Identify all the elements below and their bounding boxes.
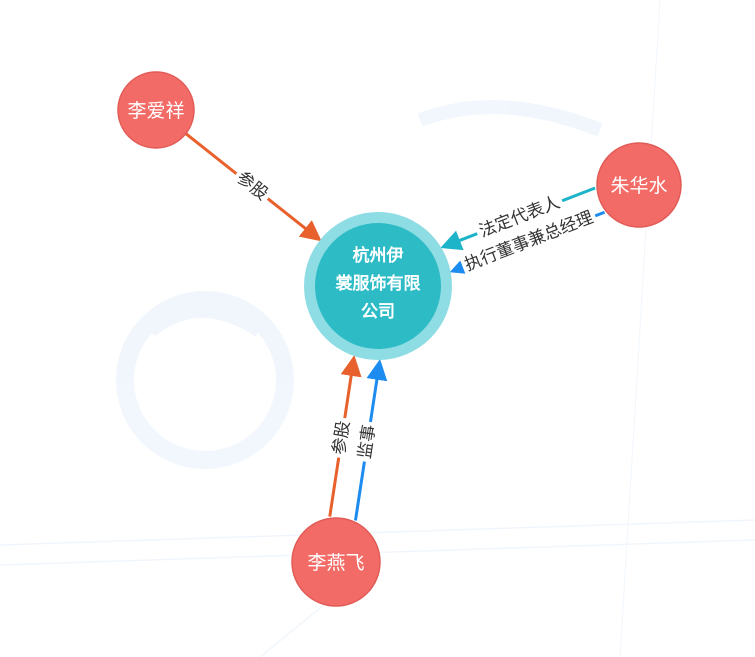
company-label-line-2: 裳服饰有限 bbox=[335, 273, 421, 294]
relation-label-bg bbox=[327, 416, 356, 460]
relation-label-bg bbox=[458, 205, 600, 278]
relation-label-bg bbox=[353, 420, 382, 464]
person-label: 李爱祥 bbox=[127, 100, 184, 122]
person-node-zhu-huashui[interactable]: 朱华水 bbox=[596, 142, 682, 228]
person-circle bbox=[117, 71, 195, 149]
person-circle bbox=[291, 517, 381, 607]
company-label-line-3: 公司 bbox=[361, 302, 395, 322]
person-label: 李燕飞 bbox=[307, 552, 364, 574]
company-circle bbox=[315, 223, 441, 349]
person-label: 朱华水 bbox=[610, 175, 667, 197]
person-circle bbox=[596, 142, 682, 228]
company-node[interactable]: 杭州伊 裳服饰有限 公司 bbox=[304, 212, 452, 360]
relation-label-bg bbox=[473, 190, 567, 244]
relation-label-li-yanfei-equity: 参股 bbox=[327, 416, 356, 460]
relation-label-li-yanfei-supervisor: 监事 bbox=[353, 420, 382, 464]
person-node-li-yanfei[interactable]: 李燕飞 bbox=[291, 517, 381, 607]
relation-label-bg bbox=[229, 165, 275, 208]
person-node-li-aixiang[interactable]: 李爱祥 bbox=[117, 71, 195, 149]
company-label-line-1: 杭州伊 bbox=[353, 245, 404, 266]
relation-label-li-aixiang-equity: 参股 bbox=[229, 165, 275, 208]
